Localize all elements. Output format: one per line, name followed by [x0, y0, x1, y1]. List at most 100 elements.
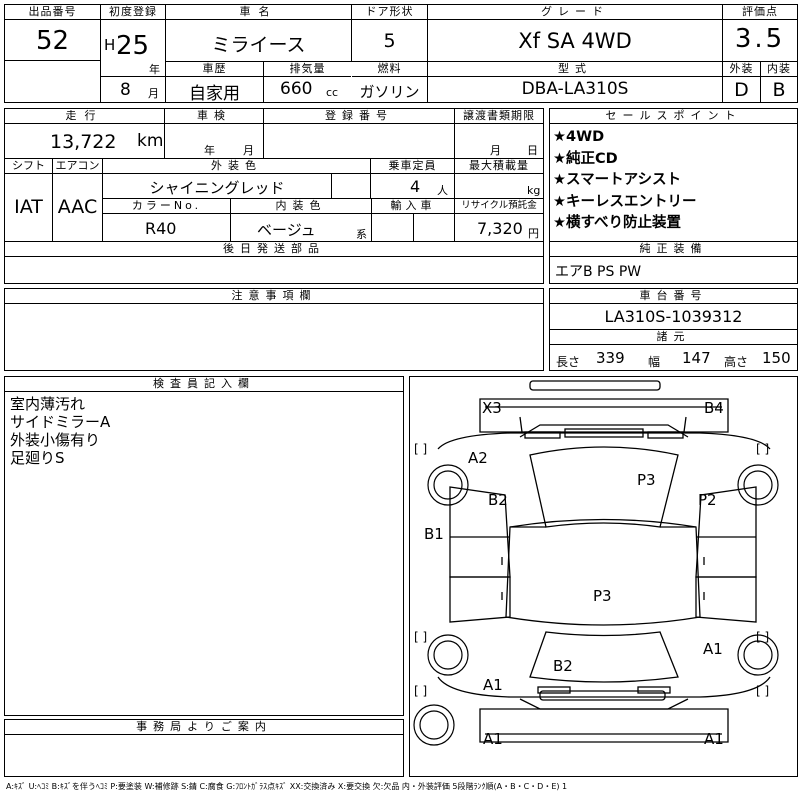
- bracket-mark: [ ]: [414, 684, 427, 698]
- chassis-number: LA310S-1039312: [604, 307, 743, 326]
- header-section: [4, 4, 798, 103]
- mileage-unit: km: [137, 131, 164, 151]
- width-label: 幅: [648, 355, 661, 369]
- later-parts-label: 後日発送部品: [5, 242, 543, 257]
- door-label: ドア形状: [352, 5, 427, 20]
- shift: IAT: [14, 196, 43, 218]
- damage-mark: A2: [468, 449, 488, 467]
- inspector-notes: 室内薄汚れ サイドミラーA 外装小傷有り 足廻りS: [10, 395, 110, 467]
- int-grade: B: [772, 79, 786, 101]
- inspector-line: サイドミラーA: [10, 413, 111, 431]
- mileage: 13,722: [50, 131, 117, 153]
- ac-label: エアコン: [53, 159, 102, 174]
- exterior-color: シャイニングレッド: [149, 179, 285, 197]
- sales-label: セールスポイント: [550, 109, 797, 124]
- inspector-line: 室内薄汚れ: [10, 395, 86, 413]
- sales-points-list: ★4WD ★純正CD ★スマートアシスト ★キーレスエントリー ★横すべり防止装…: [553, 127, 697, 235]
- color-label: 外装色: [103, 159, 370, 174]
- grade: Xf SA 4WD: [518, 29, 632, 53]
- office-label: 事務局よりご案内: [5, 720, 403, 735]
- sales-point: ★キーレスエントリー: [553, 193, 697, 210]
- door-count: 5: [383, 30, 396, 52]
- insp-month-unit: 月: [243, 144, 254, 157]
- month-unit: 月: [148, 87, 159, 100]
- mileage-label: 走行: [5, 109, 164, 124]
- sales-point: ★スマートアシスト: [553, 172, 681, 188]
- displacement-label: 排気量: [264, 62, 351, 77]
- lot-label: 出品番号: [5, 5, 100, 20]
- equip-value: エアB PS PW: [555, 264, 642, 280]
- history: 自家用: [189, 84, 240, 104]
- damage-mark: A1: [483, 676, 503, 694]
- import-label: 輸入車: [372, 199, 454, 214]
- lot-number: 52: [35, 26, 70, 56]
- model-label: 型式: [428, 62, 722, 77]
- bracket-mark: [ ]: [756, 684, 769, 698]
- capacity: 4: [410, 177, 421, 196]
- damage-diagram: [ ] [ ] [ ] [ ] [ ] [ ] X3 B4 A2 P3 B2 P…: [409, 376, 798, 777]
- sales-point: ★横すべり防止装置: [553, 215, 681, 231]
- insp-year-unit: 年: [204, 144, 215, 157]
- history-label: 車歴: [166, 62, 263, 77]
- capacity-unit: 人: [437, 184, 448, 197]
- int-label: 内装: [761, 62, 797, 77]
- inspector-label: 検査員記入欄: [5, 377, 403, 392]
- inspector-section: [4, 376, 404, 716]
- damage-mark: B4: [704, 399, 724, 417]
- damage-mark: A1: [703, 640, 723, 658]
- bracket-mark: [ ]: [414, 630, 427, 644]
- fuel-label: 燃料: [352, 62, 427, 77]
- chassis-label: 車台番号: [550, 289, 797, 304]
- length-label: 長さ: [556, 355, 581, 369]
- damage-mark: B1: [424, 525, 444, 543]
- cc-unit: cc: [326, 86, 339, 99]
- transfer-day-unit: 日: [527, 144, 538, 157]
- grade-label: グレード: [428, 5, 722, 20]
- fuel: ガソリン: [359, 83, 420, 101]
- bracket-mark: [ ]: [756, 630, 769, 644]
- load-unit: kg: [527, 184, 541, 197]
- reg-month: 8: [120, 80, 131, 100]
- damage-mark: P2: [698, 491, 717, 509]
- damage-mark: B2: [488, 491, 508, 509]
- colorno-label: カラーNo.: [103, 199, 230, 214]
- damage-mark: P3: [593, 587, 612, 605]
- colorno: R40: [145, 219, 177, 238]
- dims-label: 諸元: [550, 330, 797, 345]
- damage-mark: P3: [637, 471, 656, 489]
- transfer-label: 譲渡書類期限: [455, 109, 543, 124]
- year-unit: 年: [149, 63, 160, 76]
- inspector-line: 足廻りS: [10, 449, 65, 467]
- car-body-diagram: [ ] [ ] [ ] [ ] [ ] [ ] X3 B4 A2 P3 B2 P…: [413, 380, 779, 748]
- sales-point: ★4WD: [553, 129, 605, 145]
- load-label: 最大積載量: [455, 159, 543, 174]
- legend: A:ｷｽﾞ U:ﾍｺﾐ B:ｷｽﾞを伴うﾍｺﾐ P:要塗装 W:補修跡 S:錆 …: [6, 782, 568, 791]
- reg-year: 25: [116, 31, 150, 61]
- sales-point: ★純正CD: [553, 150, 618, 167]
- damage-mark: X3: [482, 399, 502, 417]
- score: 3.5: [734, 24, 786, 54]
- transfer-month-unit: 月: [490, 144, 501, 157]
- score-label: 評価点: [723, 5, 797, 20]
- equip-label: 純正装備: [550, 242, 797, 257]
- ext-grade: D: [734, 79, 749, 101]
- damage-mark: B2: [553, 657, 573, 675]
- height-label: 高さ: [724, 355, 749, 369]
- interior-label: 内装色: [231, 199, 371, 214]
- inspection-label: 車検: [165, 109, 263, 124]
- model: DBA-LA310S: [521, 79, 629, 99]
- ac: AAC: [57, 196, 98, 218]
- bracket-mark: [ ]: [414, 442, 427, 456]
- era: H: [104, 36, 116, 54]
- interior-unit: 系: [356, 228, 367, 241]
- damage-mark: A1: [704, 730, 724, 748]
- bracket-mark: [ ]: [756, 442, 769, 456]
- regno-label: 登録番号: [264, 109, 454, 124]
- ext-label: 外装: [723, 62, 760, 77]
- displacement: 660: [280, 79, 313, 99]
- width: 147: [682, 349, 711, 367]
- notes-label: 注意事項欄: [5, 289, 543, 304]
- height: 150: [762, 349, 791, 367]
- name-label: 車名: [166, 5, 351, 20]
- recycle-label: リサイクル預託金: [455, 199, 543, 214]
